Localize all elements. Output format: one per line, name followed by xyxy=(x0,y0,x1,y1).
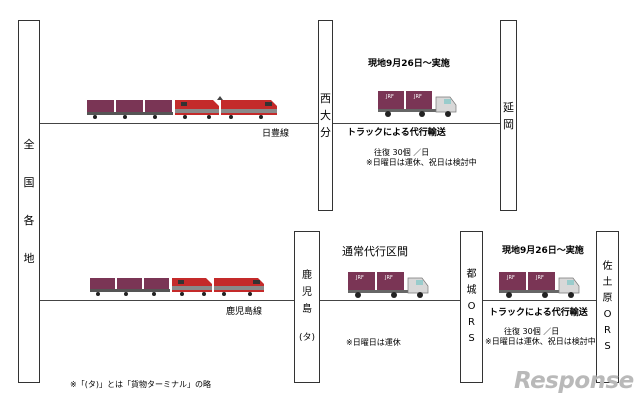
bottom-sunday-note: ※日曜日は運休、祝日は検討中 xyxy=(485,337,596,346)
sadowara-char-2: 土 xyxy=(602,277,613,288)
nishioita-char-3: 分 xyxy=(320,126,331,139)
normal-section-label: 通常代行区間 xyxy=(342,245,408,258)
footnote: ※「(タ)」とは「貨物ターミナル」の略 xyxy=(70,380,211,389)
sadowara-char-6: S xyxy=(604,341,611,352)
zenkoku-char-2: 国 xyxy=(23,175,35,189)
miyakonojo-char-1: 都 xyxy=(466,269,477,280)
freight-train-bottom-icon xyxy=(90,278,264,296)
miyakonojo-char-4: R xyxy=(468,317,475,328)
response-watermark-logo: Response xyxy=(514,368,634,394)
svg-text:JRF: JRF xyxy=(384,275,393,281)
miyakonojo-char-2: 城 xyxy=(466,285,477,296)
station-nishioita: 西 大 分 xyxy=(318,20,333,211)
svg-text:JRF: JRF xyxy=(506,275,515,281)
bottom-start-date: 現地9月26日～実施 xyxy=(502,246,584,256)
nobeoka-char-1: 延 xyxy=(503,100,514,114)
truck-bottom-middle-icon: JRF JRF xyxy=(348,272,429,298)
watermark-text: Response xyxy=(514,368,634,394)
top-start-date: 現地9月26日～実施 xyxy=(368,59,450,69)
kagoshima-line-label: 鹿児島線 xyxy=(226,307,263,317)
top-truck-label: トラックによる代行輸送 xyxy=(347,128,446,138)
nishioita-char-1: 西 xyxy=(320,92,331,105)
zenkoku-char-1: 全 xyxy=(23,137,35,151)
bottom-frequency: 往復 30個 ／日 xyxy=(504,327,560,336)
nippo-line-segment-2 xyxy=(333,123,500,124)
sadowara-char-1: 佐 xyxy=(602,261,613,272)
station-sadowara: 佐 土 原 O R S xyxy=(596,231,619,383)
normal-section-note: ※日曜日は運休 xyxy=(346,338,401,347)
nobeoka-char-2: 岡 xyxy=(503,117,514,131)
miyakonojo-char-3: O xyxy=(467,301,476,312)
top-frequency: 往復 30個 ／日 xyxy=(374,148,430,157)
kagoshima-char-1: 鹿 xyxy=(302,270,312,281)
kagoshima-char-3: 島 xyxy=(302,304,312,315)
nishioita-char-2: 大 xyxy=(320,109,331,122)
zenkoku-char-4: 地 xyxy=(23,251,35,265)
svg-text:JRF: JRF xyxy=(413,94,422,100)
truck-bottom-right-icon: JRF JRF xyxy=(499,272,580,298)
bottom-truck-label: トラックによる代行輸送 xyxy=(489,308,588,318)
nippo-line-label: 日豊線 xyxy=(262,129,290,139)
sadowara-char-4: O xyxy=(603,309,612,320)
sadowara-char-3: 原 xyxy=(602,293,613,304)
zenkoku-char-3: 各 xyxy=(23,213,35,227)
svg-text:JRF: JRF xyxy=(355,275,364,281)
kagoshima-char-4: (タ) xyxy=(298,333,316,343)
nippo-line-segment-1 xyxy=(40,123,318,124)
miyakonojo-char-5: S xyxy=(468,333,475,344)
svg-text:JRF: JRF xyxy=(535,275,544,281)
station-nobeoka: 延 岡 xyxy=(500,20,517,211)
station-kagoshima: 鹿 児 島 (タ) xyxy=(294,231,320,383)
svg-text:JRF: JRF xyxy=(385,94,394,100)
kagoshima-line-segment-3 xyxy=(483,300,596,301)
truck-top-icon: JRF JRF xyxy=(378,91,457,117)
kagoshima-char-2: 児 xyxy=(302,287,312,298)
kagoshima-line-segment-1 xyxy=(40,300,294,301)
freight-train-top-icon xyxy=(87,96,277,119)
top-sunday-note: ※日曜日は運休、祝日は検討中 xyxy=(366,158,477,167)
station-zenkoku: 全 国 各 地 xyxy=(18,20,40,383)
station-miyakonojo: 都 城 O R S xyxy=(460,231,483,383)
kagoshima-line-segment-2 xyxy=(320,300,460,301)
sadowara-char-5: R xyxy=(604,325,611,336)
